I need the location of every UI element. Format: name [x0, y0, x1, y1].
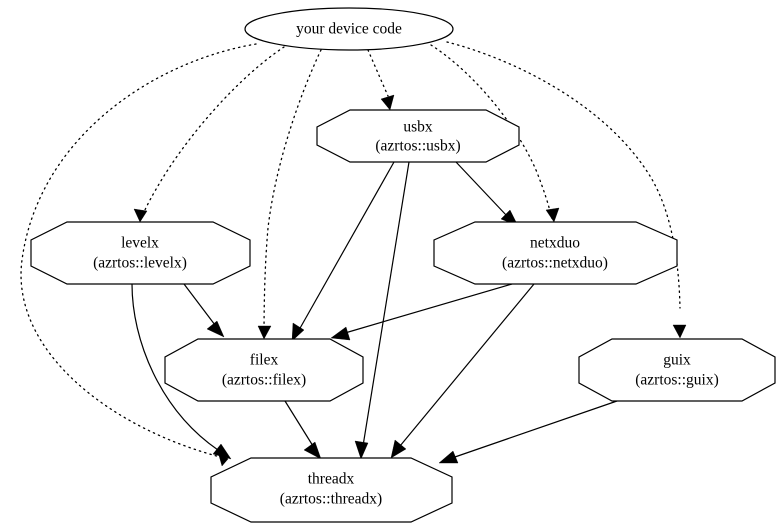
node-guix[interactable]: guix (azrtos::guix): [578, 338, 776, 402]
node-shape-octagon-usbx: [316, 109, 520, 163]
node-label-threadx-line1: threadx: [308, 471, 355, 488]
edge-usbx-to-threadx: [354, 161, 410, 460]
node-threadx[interactable]: threadx (azrtos::threadx): [210, 457, 453, 523]
node-label-device-line1: your device code: [296, 21, 402, 38]
edge-netxduo-to-threadx: [390, 283, 535, 459]
node-label-netxduo-line1: netxduo: [530, 235, 580, 252]
node-label-threadx-line2: (azrtos::threadx): [280, 491, 382, 508]
node-shape-octagon-guix: [578, 338, 776, 402]
node-netxduo[interactable]: netxduo (azrtos::netxduo): [433, 221, 678, 285]
node-usbx[interactable]: usbx (azrtos::usbx): [316, 109, 520, 163]
edge-device-to-guix: [446, 41, 687, 339]
node-shape-ellipse: [244, 7, 454, 51]
node-label-usbx-line1: usbx: [403, 119, 433, 136]
node-label-usbx-line2: (azrtos::usbx): [375, 138, 460, 155]
edge-group-dotted: [20, 41, 687, 467]
node-shape-octagon-filex: [164, 338, 364, 402]
edge-device-to-netxduo: [430, 44, 560, 223]
node-label-levelx-line1: levelx: [121, 235, 159, 252]
node-levelx[interactable]: levelx (azrtos::levelx): [30, 221, 251, 285]
node-shape-octagon-levelx: [30, 221, 251, 285]
edge-levelx-to-threadx: [131, 283, 232, 460]
edge-levelx-to-filex: [183, 283, 225, 338]
node-filex[interactable]: filex (azrtos::filex): [164, 338, 364, 402]
node-your-device-code[interactable]: your device code: [244, 7, 454, 51]
node-label-guix-line1: guix: [663, 352, 691, 369]
edge-device-to-levelx: [133, 46, 285, 223]
node-label-filex-line1: filex: [250, 352, 279, 369]
edge-guix-to-threadx: [438, 400, 618, 464]
edge-filex-to-threadx: [284, 400, 322, 460]
node-label-levelx-line2: (azrtos::levelx): [93, 255, 187, 272]
edge-device-to-filex: [257, 49, 322, 340]
edge-netxduo-to-filex: [330, 283, 513, 341]
edge-device-to-usbx: [367, 49, 395, 111]
edge-group-solid: [131, 161, 618, 464]
edge-usbx-to-filex: [291, 161, 395, 342]
node-label-filex-line2: (azrtos::filex): [222, 372, 306, 389]
node-label-guix-line2: (azrtos::guix): [635, 372, 719, 389]
node-shape-octagon-netxduo: [433, 221, 678, 285]
edge-usbx-to-netxduo: [455, 161, 519, 227]
node-shape-octagon-threadx: [210, 457, 453, 523]
node-label-netxduo-line2: (azrtos::netxduo): [502, 255, 608, 272]
